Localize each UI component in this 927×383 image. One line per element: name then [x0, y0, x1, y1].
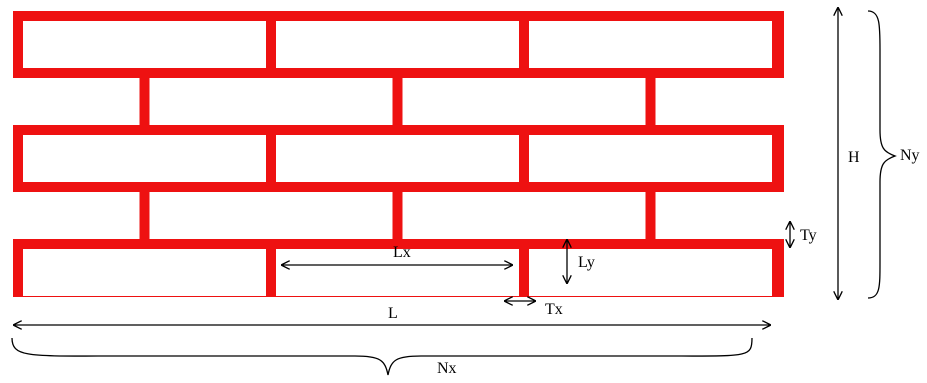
- label-Ny: Ny: [900, 147, 920, 164]
- brace-Ny: [867, 10, 897, 299]
- label-Tx: Tx: [545, 301, 563, 318]
- brick: [529, 135, 772, 182]
- brick: [276, 249, 519, 296]
- brace-Nx: [11, 337, 753, 376]
- brick: [23, 249, 266, 296]
- label-Ly: Ly: [578, 254, 595, 271]
- brick: [13, 192, 140, 239]
- brick-grid: [13, 21, 784, 296]
- label-Nx: Nx: [437, 360, 457, 377]
- brick: [23, 21, 266, 68]
- label-L: L: [388, 305, 398, 322]
- label-Lx: Lx: [393, 244, 411, 261]
- brick: [149, 78, 393, 125]
- brick: [529, 249, 772, 296]
- brick: [276, 21, 519, 68]
- label-H: H: [848, 149, 860, 166]
- brick: [655, 192, 784, 239]
- brick: [529, 21, 772, 68]
- brick: [149, 192, 393, 239]
- label-Ty: Ty: [800, 227, 817, 244]
- brick: [276, 135, 519, 182]
- brick: [402, 78, 646, 125]
- brick: [23, 135, 266, 182]
- brick: [402, 192, 646, 239]
- brick: [655, 78, 784, 125]
- brick: [13, 78, 140, 125]
